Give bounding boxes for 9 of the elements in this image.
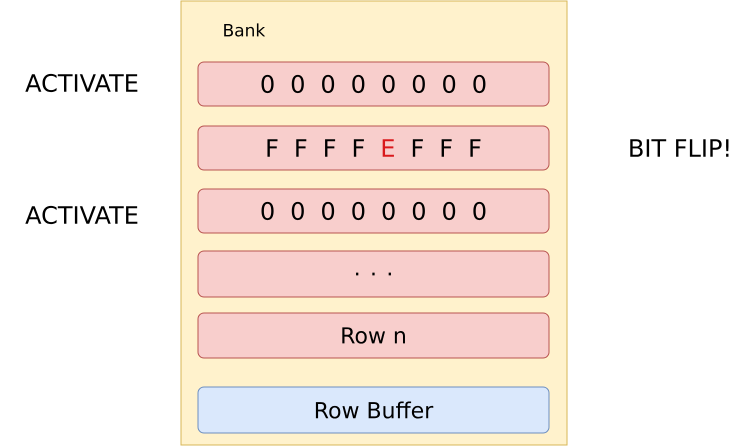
buffer-row: Row Buffer (198, 386, 550, 434)
memory-row: Row n (198, 312, 550, 358)
row-annotation: ACTIVATE (25, 206, 138, 224)
memory-row: 0 0 0 0 0 0 0 0 (198, 62, 550, 106)
row-annotation: BIT FLIP! (630, 139, 728, 157)
memory-row: . . . (198, 250, 550, 298)
memory-row: F F F F E F F F (198, 126, 550, 170)
row-annotation: ACTIVATE (25, 74, 138, 92)
memory-row: 0 0 0 0 0 0 0 0 (198, 188, 550, 234)
